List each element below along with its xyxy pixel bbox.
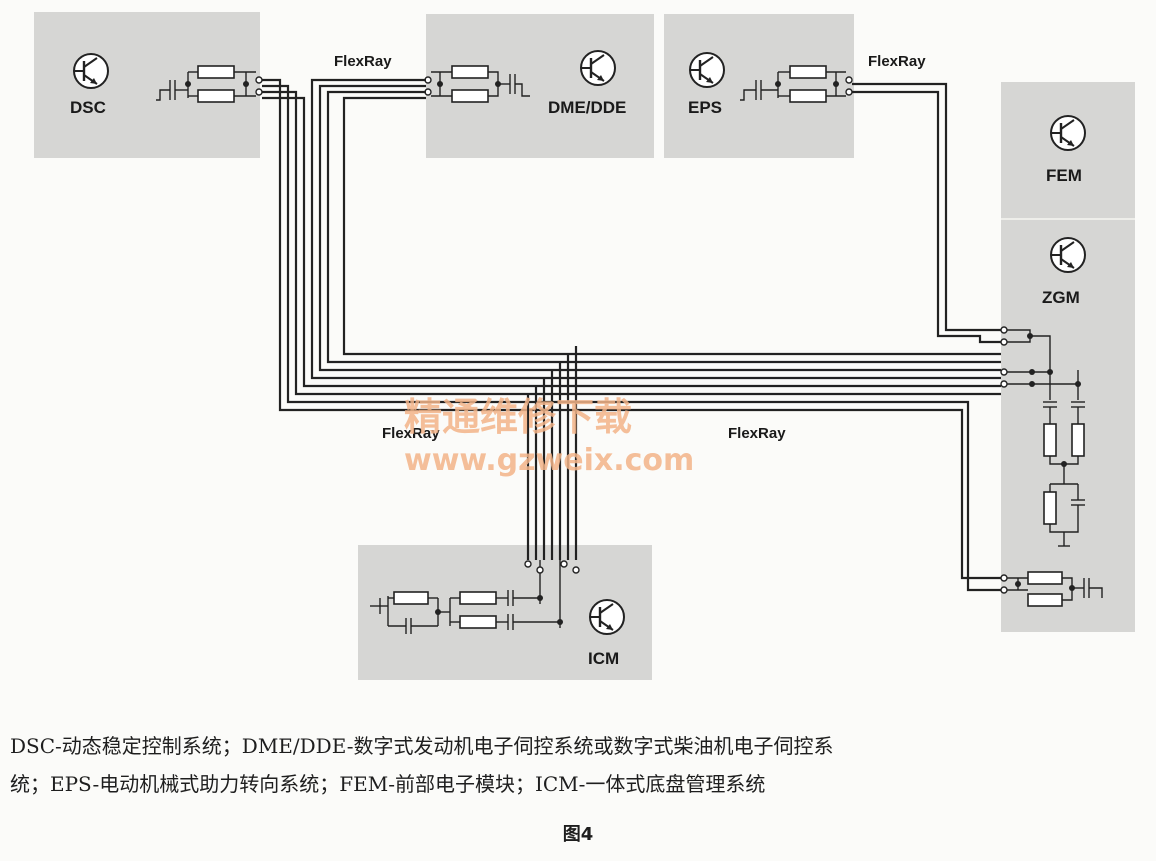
figure-caption: DSC-动态稳定控制系统；DME/DDE-数字式发动机电子伺控系统或数字式柴油机…: [10, 727, 1150, 803]
icm-label: ICM: [588, 649, 619, 668]
fem-label: FEM: [1046, 166, 1082, 185]
flexray-label-dsc-dme: FlexRay: [334, 53, 392, 70]
dsc-transistor-icon: [72, 52, 110, 90]
zgm-module-box: [1001, 220, 1135, 632]
flexray-bus-icm-branch: [526, 346, 578, 560]
flexray-network-diagram: DSC DME/DDE EPS FEM ZGM ICM: [34, 12, 1135, 680]
dme-label: DME/DDE: [548, 98, 626, 117]
eps-transistor-icon: [688, 51, 726, 89]
flexray-label-right-trunk: FlexRay: [728, 425, 786, 442]
watermark-url: www.gzweix.com: [404, 443, 694, 478]
watermark-chinese: 精通维修下载: [404, 395, 632, 439]
dsc-label: DSC: [70, 98, 106, 117]
dme-termination-circuit: [424, 65, 530, 103]
icm-transistor-icon: [588, 598, 626, 636]
flexray-bus-eps-branch: [852, 82, 1001, 344]
flexray-label-eps-zgm: FlexRay: [868, 53, 926, 70]
eps-module-box: [664, 14, 854, 158]
dme-module-box: [426, 14, 654, 158]
flexray-label-left-trunk: FlexRay: [382, 425, 440, 442]
zgm-label: ZGM: [1042, 288, 1080, 307]
flexray-bus-dme-branch: [310, 78, 1001, 380]
caption-line-1: DSC-动态稳定控制系统；DME/DDE-数字式发动机电子伺控系统或数字式柴油机…: [10, 734, 834, 758]
dsc-termination-circuit: [156, 65, 263, 103]
zgm-termination-circuit: [1000, 326, 1103, 607]
eps-termination-circuit: [740, 65, 853, 103]
icm-termination-circuit: [370, 560, 580, 634]
fem-transistor-icon: [1049, 114, 1087, 152]
zgm-transistor-icon: [1049, 236, 1087, 274]
dme-transistor-icon: [579, 49, 617, 87]
figure-number: 图4: [562, 824, 594, 845]
flexray-bus-dsc-branch: [262, 78, 1001, 592]
dsc-module-box: [34, 12, 260, 158]
caption-line-2: 统；EPS-电动机械式助力转向系统；FEM-前部电子模块；ICM-一体式底盘管理…: [10, 772, 766, 796]
eps-label: EPS: [688, 98, 722, 117]
